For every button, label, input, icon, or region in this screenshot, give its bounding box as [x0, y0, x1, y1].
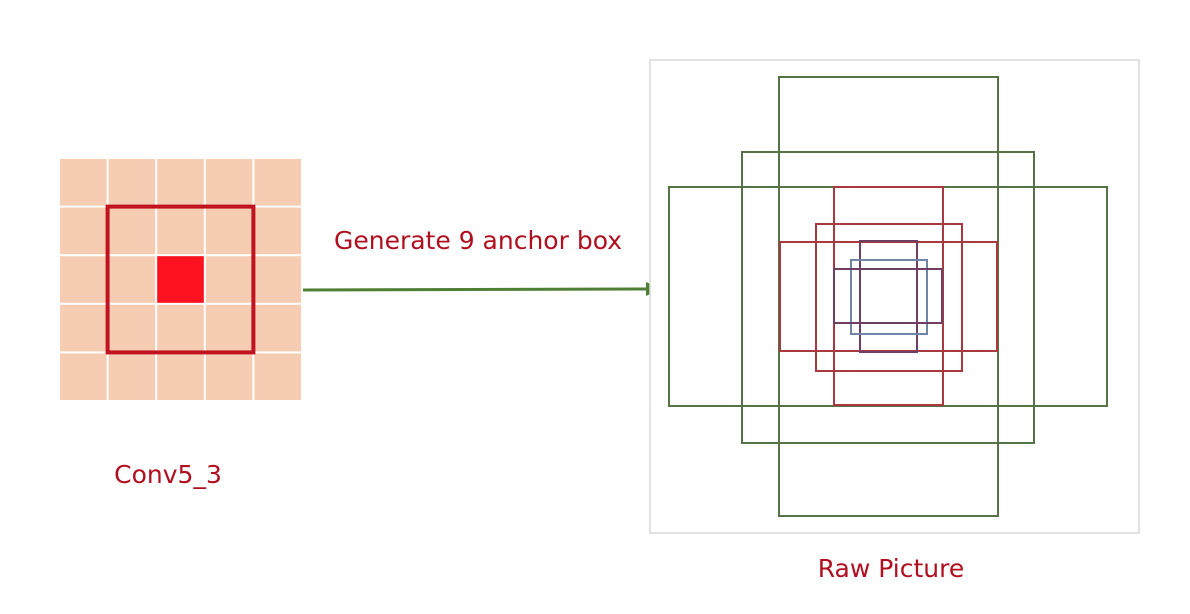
feature-map-cell [205, 256, 253, 303]
anchor-small-square [850, 259, 928, 335]
feature-map-cell [254, 207, 301, 255]
feature-map-cell [254, 353, 301, 400]
feature-map-cell [254, 304, 301, 352]
feature-map-cell [108, 304, 156, 352]
anchor-small-tall [859, 240, 918, 353]
feature-map-cell [60, 256, 107, 303]
anchor-boxes [668, 76, 1108, 517]
feature-map-grid [60, 159, 301, 400]
sliding-window [105, 204, 256, 355]
arrow-line [302, 287, 649, 292]
feature-map-cell [205, 304, 253, 352]
feature-map-cell [254, 256, 301, 303]
feature-map-label: Conv5_3 [114, 460, 222, 489]
feature-map-cell [254, 159, 301, 206]
feature-map-cell [60, 304, 107, 352]
raw-picture-frame [649, 59, 1140, 534]
anchor-small-wide [833, 268, 943, 324]
feature-map-cell [205, 353, 253, 400]
feature-map-cell [157, 353, 204, 400]
generate-arrow [302, 282, 661, 296]
feature-map-cell [205, 159, 253, 206]
feature-map-cell [205, 207, 253, 255]
raw-picture-label: Raw Picture [818, 554, 965, 583]
feature-map-cell [157, 207, 204, 255]
feature-map-cell [60, 207, 107, 255]
feature-map-cell [108, 207, 156, 255]
feature-map-cell [108, 159, 156, 206]
center-cell [157, 256, 204, 303]
anchor-medium-square [815, 223, 963, 372]
feature-map-cell [157, 304, 204, 352]
anchor-large-square [741, 151, 1035, 444]
feature-map-cell [157, 159, 204, 206]
feature-map-cell [60, 159, 107, 206]
feature-map-cell [108, 353, 156, 400]
feature-map-cell [108, 256, 156, 303]
arrow-label: Generate 9 anchor box [334, 226, 622, 255]
feature-map-cell [60, 353, 107, 400]
